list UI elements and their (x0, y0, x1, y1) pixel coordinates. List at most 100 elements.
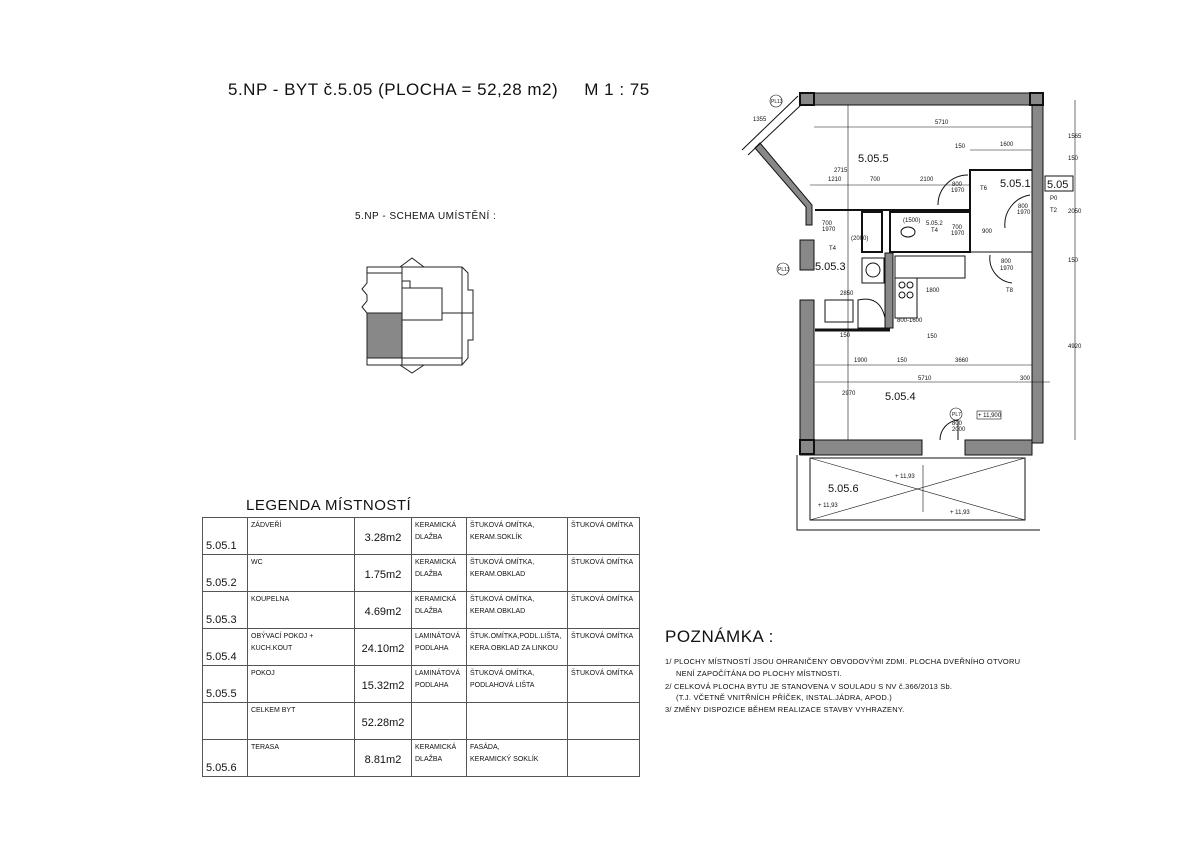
wall-finish-line: KERAM.OBKLAD (470, 608, 526, 615)
dimension: 150 (955, 144, 966, 150)
legend-title: LEGENDA MÍSTNOSTÍ (246, 497, 412, 514)
room-area: 4.69m2 (354, 591, 412, 629)
room-number: 5.05.2 (202, 554, 248, 592)
door-size: 800 (1018, 204, 1029, 210)
floor-finish-line: KERAMICKÁ (415, 744, 457, 751)
level-mark: + 11,900 (978, 413, 1002, 419)
wall-finish-line: ŠTUK.OMÍTKA,PODL.LIŠTA, (470, 633, 562, 640)
door-tag: T4 (931, 228, 939, 234)
dimension: 700 (870, 177, 881, 183)
room-label: 5.05.2 (926, 221, 943, 227)
dimension: 900 (982, 229, 993, 235)
ceiling-finish: ŠTUKOVÁ OMÍTKA (567, 628, 640, 666)
room-label: 5.05.3 (815, 261, 846, 273)
dimension: 2970 (842, 391, 856, 397)
dimension: 150 (897, 358, 908, 364)
dimension: 3660 (955, 358, 969, 364)
tag: PL7 (952, 412, 961, 418)
terrace-outline (809, 457, 1026, 521)
room-name: KOUPELNA (247, 591, 355, 629)
door-size: 1970 (951, 231, 965, 237)
drawing-title: 5.NP - BYT č.5.05 (PLOCHA = 52,28 m2) M … (228, 80, 650, 99)
dimension: 2050 (1068, 209, 1082, 215)
dimension: 1800 (926, 288, 940, 294)
door-size: 800 (952, 182, 963, 188)
door-size: 1970 (1000, 266, 1014, 272)
wall-finish: FASÁDA, KERAMICKÝ SOKLÍK (466, 739, 568, 777)
wall-finish: ŠTUK.OMÍTKA,PODL.LIŠTA,KERA.OBKLAD ZA LI… (466, 628, 568, 666)
door-tag: T4 (829, 246, 837, 252)
tag: PL13 (778, 267, 790, 273)
ceiling-finish: ŠTUKOVÁ OMÍTKA (567, 591, 640, 629)
door-size: 800 (952, 421, 963, 427)
room-label: 5.05.4 (885, 391, 916, 403)
level-mark: + 11,93 (950, 510, 970, 516)
dimension: 4920 (1068, 344, 1082, 350)
dimension: 150 (927, 334, 938, 340)
notes-title: POZNÁMKA : (665, 627, 774, 646)
note-line: NENÍ ZAPOČÍTÁNA DO PLOCHY MÍSTNOSTI. (676, 669, 842, 678)
wall-finish-line: ŠTUKOVÁ OMÍTKA, (470, 559, 535, 566)
wall-finish-line: ŠTUKOVÁ OMÍTKA, (470, 670, 535, 677)
room-number: 5.05.4 (202, 628, 248, 666)
door-size: 700 (952, 225, 963, 231)
floor-finish-line: PODLAHA (415, 682, 449, 689)
room-label: 5.05.6 (828, 483, 859, 495)
dimension: 800-1600 (897, 318, 923, 324)
floor-finish-line: KERAMICKÁ (415, 559, 457, 566)
dimension: 1210 (828, 177, 842, 183)
wall-finish-line: KERAMICKÝ SOKLÍK (470, 756, 539, 763)
wall-finish-line: KERAM.OBKLAD (470, 571, 526, 578)
dimension: 300 (1020, 376, 1031, 382)
door-size: 2000 (952, 427, 966, 433)
room-name: TERASA (247, 739, 355, 777)
door-size: 700 (822, 221, 833, 227)
note-line: 2/ CELKOVÁ PLOCHA BYTU JE STANOVENA V SO… (665, 682, 953, 691)
door-tag: T2 (1050, 208, 1058, 214)
dimension: 2850 (840, 291, 854, 297)
door-size: 1970 (822, 227, 836, 233)
note-line: (T.J. VČETNĚ VNITŘNÍCH PŘÍČEK, INSTAL.JÁ… (676, 693, 892, 702)
floor-finish-line: PODLAHA (415, 645, 449, 652)
level-mark: + 11,93 (895, 474, 915, 480)
floor-finish-line: KERAMICKÁ (415, 596, 457, 603)
tag: PL13 (771, 99, 783, 105)
wall-finish-line: FASÁDA, (470, 744, 500, 751)
door-size: 1970 (951, 188, 965, 194)
wall-finish-line: KERAM.SOKLÍK (470, 534, 523, 541)
wall-finish-line: ŠTUKOVÁ OMÍTKA, (470, 596, 535, 603)
schema-label: 5.NP - SCHEMA UMÍSTĚNÍ : (355, 211, 497, 222)
room-name: OBÝVACÍ POKOJ + KUCH.KOUT (247, 628, 355, 666)
wall-finish: ŠTUKOVÁ OMÍTKA, KERAM.OBKLAD (466, 591, 568, 629)
wall (799, 92, 1044, 106)
dimension: 150 (1068, 156, 1079, 162)
dimension: 5710 (918, 376, 932, 382)
wall (754, 142, 813, 226)
wall-finish: ŠTUKOVÁ OMÍTKA, KERAM.SOKLÍK (466, 517, 568, 555)
ceiling-finish: ŠTUKOVÁ OMÍTKA (567, 665, 640, 703)
ceiling-finish (567, 739, 640, 777)
room-area: 24.10m2 (354, 628, 412, 666)
room-area: 3.28m2 (354, 517, 412, 555)
dimension: 1600 (1000, 142, 1014, 148)
room-number: 5.05.5 (202, 665, 248, 703)
dimension: 5710 (935, 120, 949, 126)
room-label: 5.05.5 (858, 153, 889, 165)
dimension: 1355 (753, 117, 767, 123)
floor-finish-line: DLAŽBA (415, 571, 443, 578)
room-name: ZÁDVEŘÍ (247, 517, 355, 555)
floor-finish-line: DLAŽBA (415, 756, 443, 763)
floor-finish: KERAMICKÁ DLAŽBA (411, 739, 467, 777)
dimension: (2000) (851, 236, 868, 242)
wall-finish-line: ŠTUKOVÁ OMÍTKA, (470, 522, 535, 529)
location-schema (361, 257, 474, 374)
floor-finish-line: LAMINÁTOVÁ (415, 633, 460, 640)
door-size: 800 (1001, 259, 1012, 265)
unit-tag: 5.05 (1047, 179, 1068, 191)
